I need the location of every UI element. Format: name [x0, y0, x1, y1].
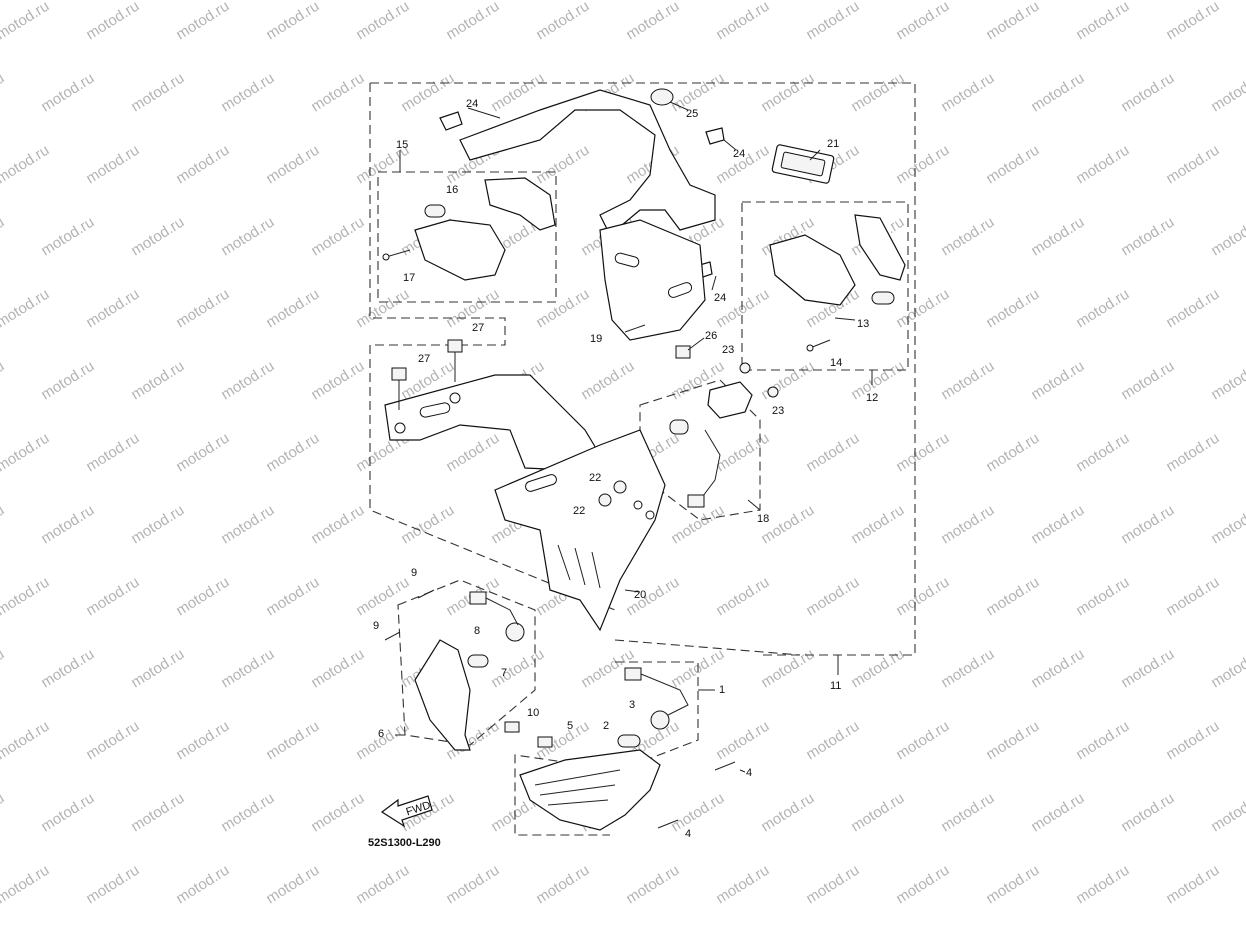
callout-11: 11 — [830, 680, 841, 692]
callout-27-b: 27 — [418, 353, 430, 365]
main-bracket — [384, 374, 601, 471]
wire-8 — [485, 597, 519, 626]
bolt-27-right — [447, 339, 463, 382]
license-lens-inner — [780, 151, 826, 177]
callout-17: 17 — [403, 272, 415, 284]
callout-20: 20 — [634, 589, 646, 601]
callout-10: 10 — [527, 707, 539, 719]
callout-8: 8 — [474, 625, 480, 637]
connector-1 — [624, 667, 642, 681]
callout-24-a: 24 — [466, 98, 478, 110]
socket-8 — [505, 622, 525, 642]
nut-22-b — [598, 493, 612, 507]
rear-hole-a — [633, 500, 643, 510]
callout-23-a: 23 — [722, 344, 734, 356]
screw-23-a — [739, 362, 751, 374]
clip-24-right — [705, 127, 725, 145]
turn-signal-right-lens — [854, 214, 906, 281]
callout-16: 16 — [446, 184, 458, 196]
callout-2: 2 — [603, 720, 609, 732]
group-15-boundary — [377, 171, 557, 303]
callout-23-b: 23 — [772, 405, 784, 417]
screw-9-a — [417, 589, 435, 599]
grommet-25 — [650, 88, 674, 106]
plate-slot-a — [614, 252, 640, 268]
main-hole-a — [394, 422, 406, 434]
screw-17-head — [382, 253, 390, 261]
bulb-2 — [617, 734, 641, 748]
bulb-7 — [467, 654, 489, 668]
lens-lines — [534, 769, 621, 806]
plate-bracket-19 — [599, 219, 706, 341]
bulb-18 — [669, 419, 689, 435]
callout-1: 1 — [719, 684, 725, 696]
callout-6: 6 — [378, 728, 384, 740]
wire-1 — [640, 673, 689, 716]
bolt-5 — [537, 736, 553, 748]
clip-24-left — [439, 111, 463, 131]
turn-signal-left-body — [414, 219, 506, 281]
callout-3: 3 — [629, 699, 635, 711]
leader-lines — [395, 101, 873, 773]
callout-9-b: 9 — [373, 620, 379, 632]
socket-3 — [650, 710, 670, 730]
callout-18: 18 — [757, 513, 769, 525]
callout-13: 13 — [857, 318, 869, 330]
nut-22-a — [613, 480, 627, 494]
callout-5: 5 — [567, 720, 573, 732]
socket-18 — [707, 381, 753, 419]
callout-25: 25 — [686, 108, 698, 120]
callout-9-a: 9 — [411, 567, 417, 579]
callout-24-c: 24 — [714, 292, 726, 304]
callout-22-a: 22 — [589, 472, 601, 484]
turn-signal-left-lens — [484, 177, 556, 231]
bulb-13 — [871, 291, 895, 305]
callout-21: 21 — [827, 138, 839, 150]
callout-7: 7 — [501, 667, 507, 679]
screw-17 — [385, 249, 411, 258]
main-hole-b — [449, 392, 461, 404]
callout-27-a: 27 — [472, 322, 484, 334]
callout-12: 12 — [866, 392, 878, 404]
screw-4-b — [657, 819, 679, 829]
screw-14 — [809, 339, 831, 349]
screw-14-head — [806, 344, 814, 352]
turn-signal-lower-right — [519, 749, 661, 831]
connector-18 — [687, 494, 705, 508]
callout-4-a: 4 — [746, 767, 752, 779]
callout-4-b: 4 — [685, 828, 691, 840]
turn-signal-right-body — [769, 234, 856, 306]
fwd-arrow: FWD — [380, 795, 433, 828]
callout-22-b: 22 — [573, 505, 585, 517]
rear-slot-a — [525, 474, 557, 492]
group-11-boundary — [369, 82, 916, 656]
top-bracket — [459, 89, 716, 236]
bolt-27-left — [391, 367, 407, 410]
diagram-code: 52S1300-L290 — [368, 837, 441, 849]
screw-4-a — [714, 761, 736, 771]
callout-26: 26 — [705, 330, 717, 342]
callout-14: 14 — [830, 357, 842, 369]
callout-15: 15 — [396, 139, 408, 151]
screw-9-b — [384, 631, 401, 641]
turn-signal-lower-left — [414, 639, 471, 751]
bolt-26 — [675, 345, 691, 359]
rear-vent — [557, 544, 601, 589]
callout-24-b: 24 — [733, 148, 745, 160]
screw-23-b — [767, 386, 779, 398]
connector-8 — [469, 591, 487, 605]
callout-19: 19 — [590, 333, 602, 345]
rear-hole-b — [645, 510, 655, 520]
wire-18 — [699, 429, 721, 501]
main-slot-a — [419, 402, 451, 418]
bulb-16 — [424, 204, 446, 218]
plate-slot-b — [667, 282, 693, 298]
bolt-10 — [504, 721, 520, 733]
